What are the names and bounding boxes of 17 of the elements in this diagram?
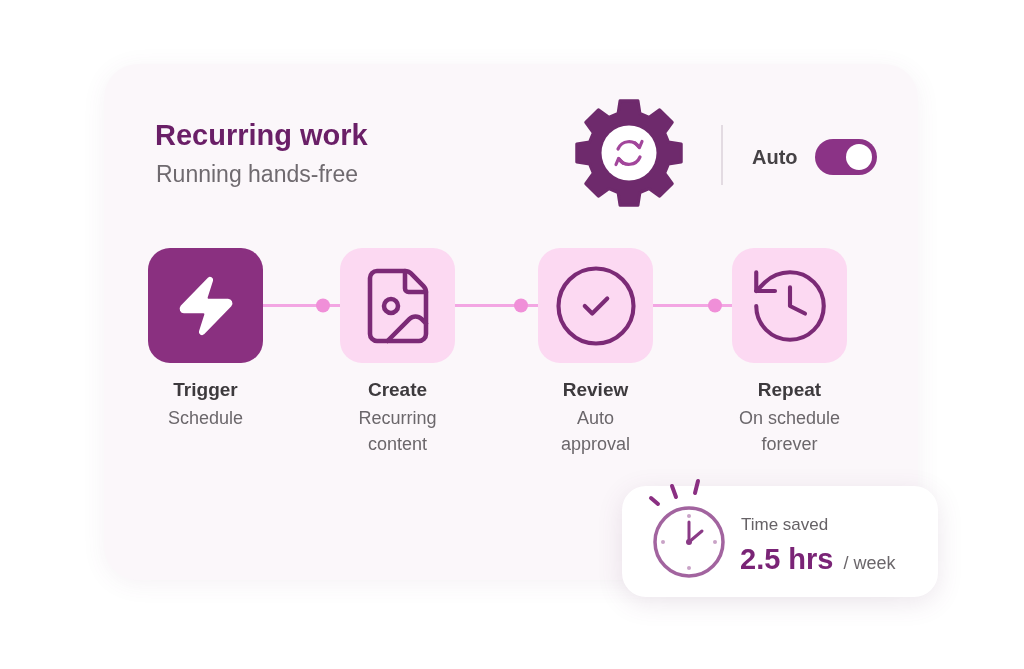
- stat-value: 2.5 hrs: [740, 542, 834, 577]
- step-description: Recurring content: [357, 407, 438, 456]
- connector: [455, 298, 538, 313]
- step-title: Repeat: [757, 378, 822, 402]
- title: Recurring work: [155, 118, 368, 153]
- subtitle: Running hands-free: [156, 160, 359, 189]
- connector: [653, 298, 732, 313]
- step-title: Review: [562, 378, 629, 402]
- step-description: Schedule: [167, 407, 244, 430]
- connector: [263, 298, 340, 313]
- toggle-label: Auto: [752, 145, 798, 169]
- step-title: Create: [367, 378, 428, 402]
- stat-unit: / week: [843, 552, 896, 575]
- step-title: Trigger: [173, 378, 238, 402]
- step-description: Auto approval: [559, 407, 631, 456]
- step-description: On schedule forever: [737, 407, 842, 456]
- stat-label: Time saved: [741, 514, 829, 536]
